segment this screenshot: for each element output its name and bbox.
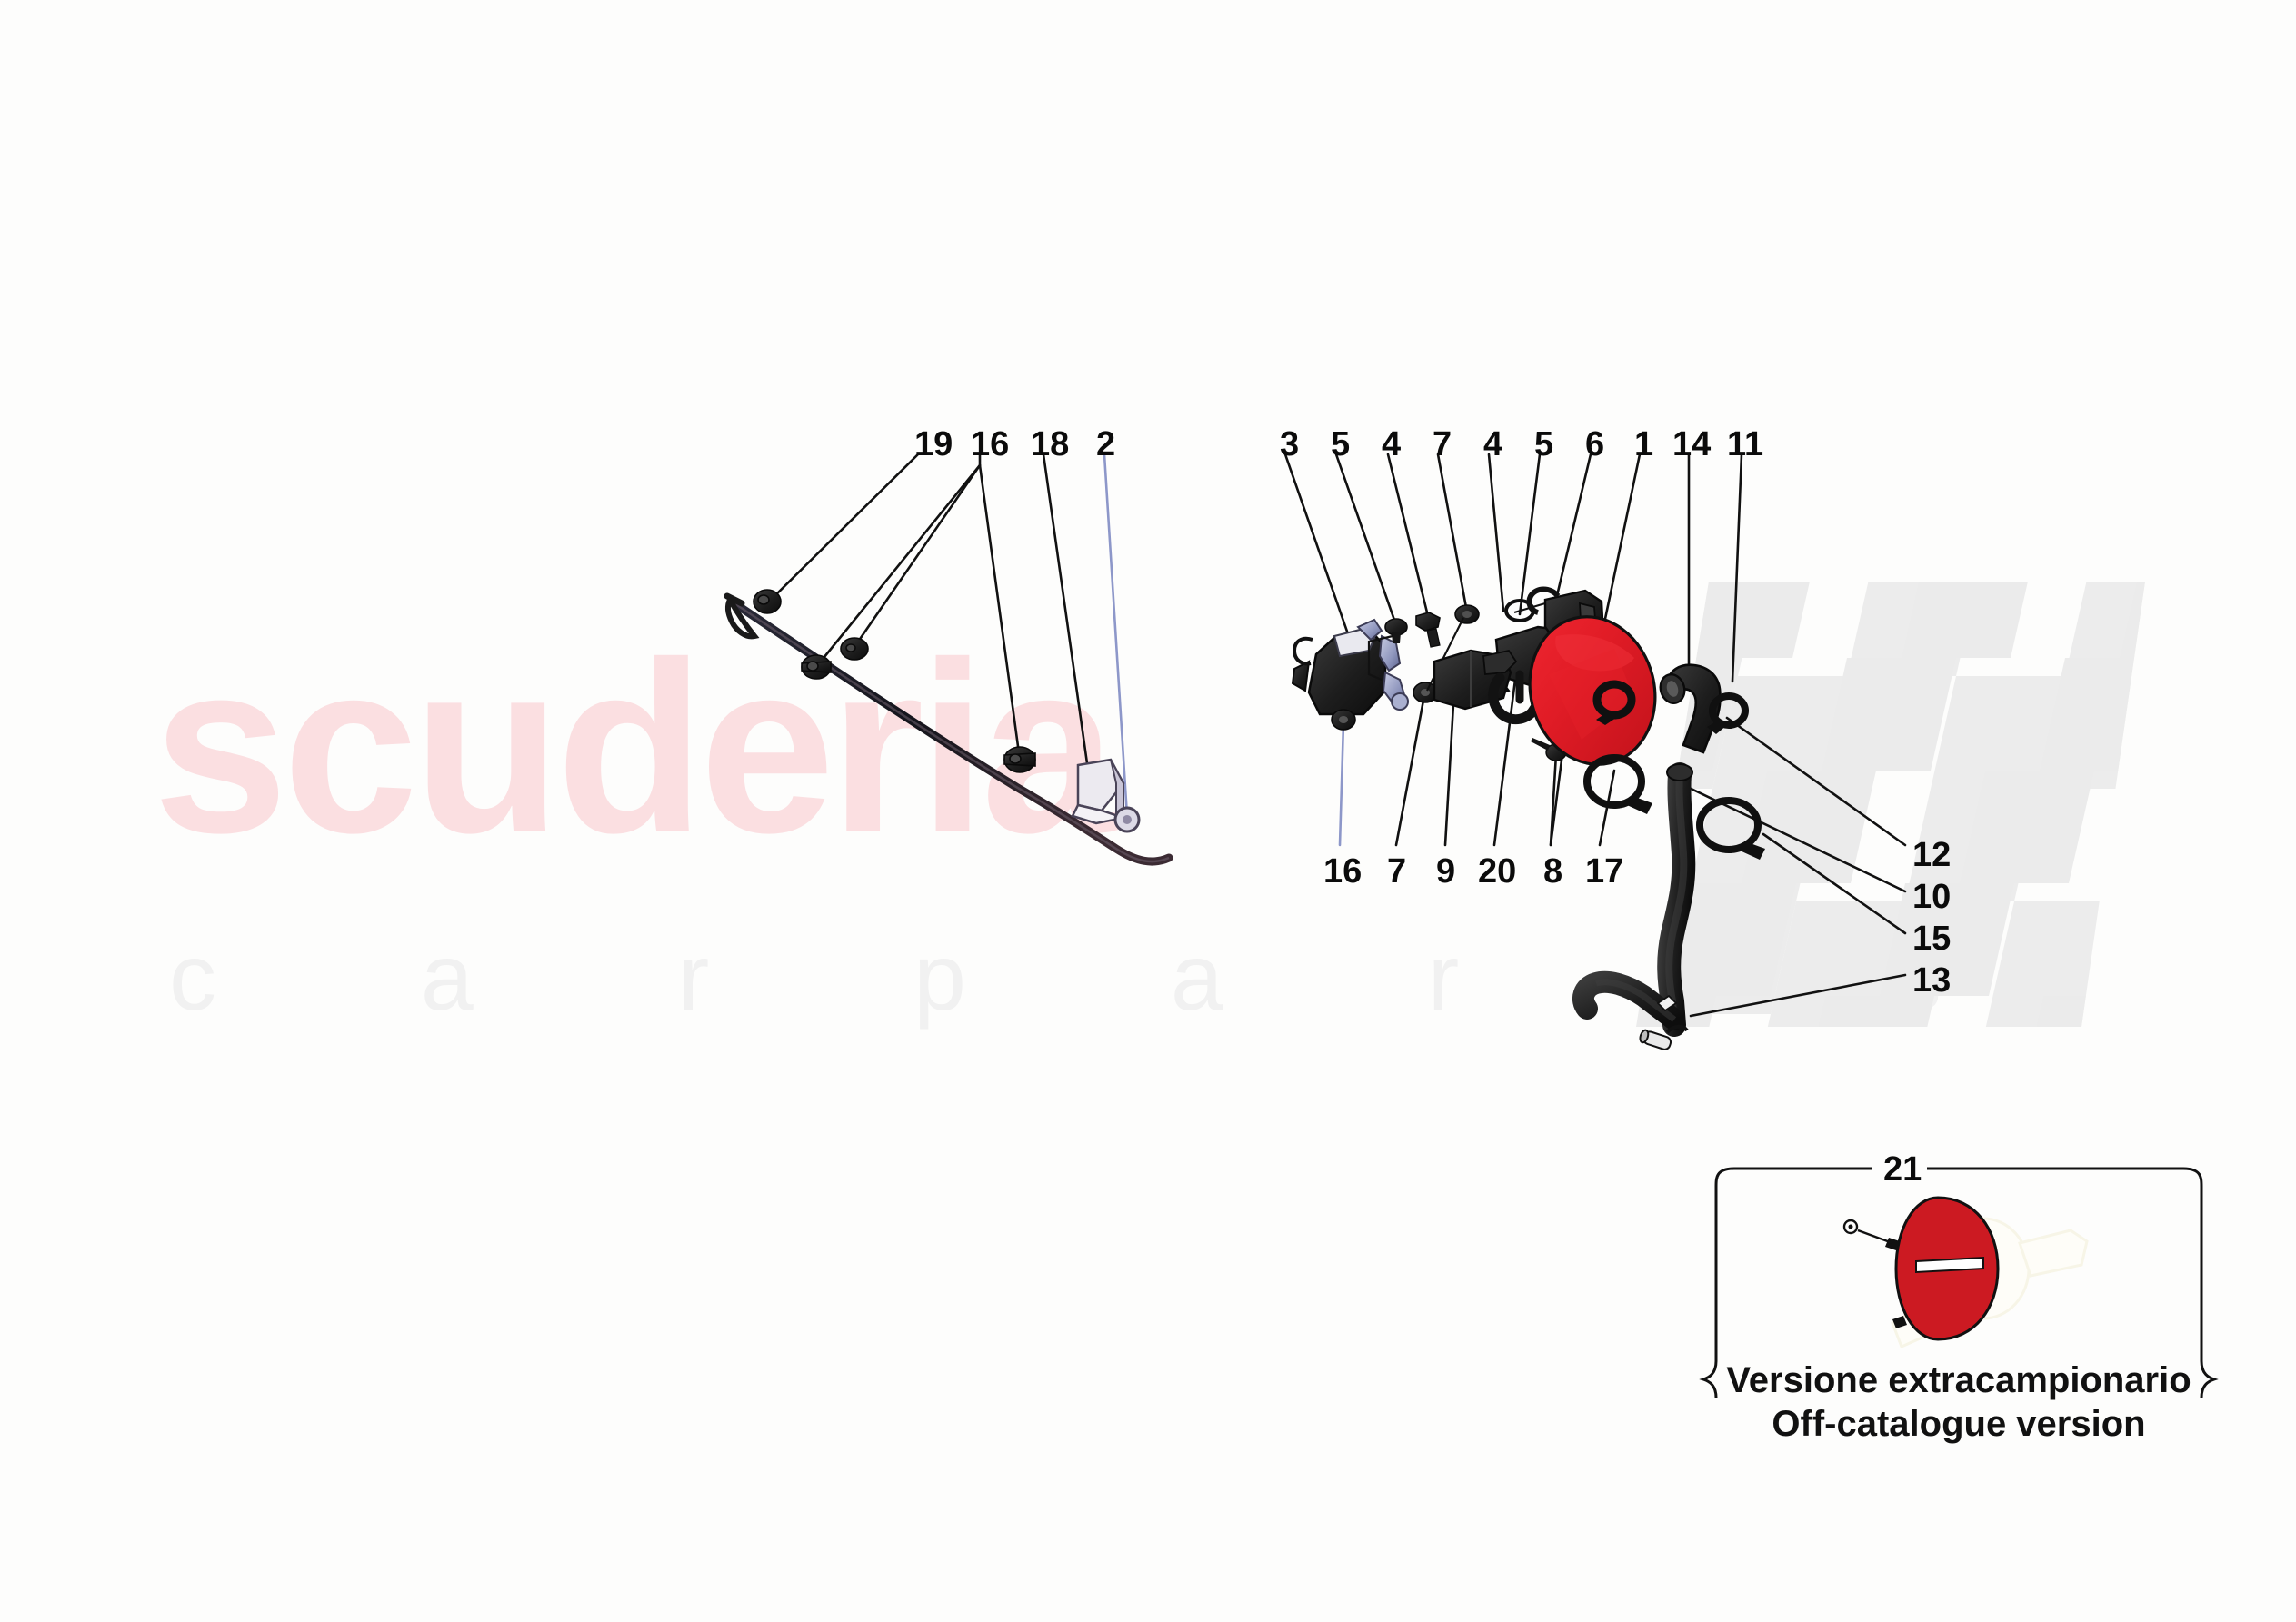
callout-8: 8	[1543, 852, 1563, 891]
inset-fuel-flap-red	[1842, 1196, 2000, 1341]
callout-16-top: 16	[971, 425, 1010, 463]
callout-17: 17	[1585, 852, 1624, 891]
u-clip-retainer	[1488, 670, 1540, 725]
fuel-filler-neck-hose	[1572, 663, 1765, 1050]
callout-19: 19	[914, 425, 953, 463]
callout-10: 10	[1912, 878, 1952, 916]
callout-3: 3	[1280, 425, 1300, 463]
rod-retainer-clips	[753, 589, 1036, 773]
inset-caption-english: Off-catalogue version	[1772, 1404, 2146, 1444]
fuel-door-support-block	[1433, 649, 1518, 711]
hose-clamp-item12	[1707, 692, 1749, 734]
hose-clamp-small-upper	[1592, 680, 1636, 725]
callout-4-b: 4	[1483, 425, 1503, 463]
callout-5-a: 5	[1331, 425, 1351, 463]
callout-1: 1	[1634, 425, 1654, 463]
hose-clamp-large-item15	[1696, 797, 1765, 860]
hose-clamp-item17	[1583, 754, 1652, 814]
callout-15: 15	[1912, 920, 1952, 958]
callout-9: 9	[1436, 852, 1456, 891]
callout-18: 18	[1031, 425, 1070, 463]
callout-2: 2	[1096, 425, 1116, 463]
callout-16-bottom: 16	[1323, 852, 1363, 891]
callout-4-a: 4	[1382, 425, 1402, 463]
inset-box-number: 21	[1883, 1150, 1922, 1189]
callout-11: 11	[1727, 425, 1764, 463]
inset-caption-italian: Versione extracampionario	[1726, 1360, 2191, 1400]
callout-7-top: 7	[1433, 425, 1452, 463]
callout-7-bottom: 7	[1387, 852, 1407, 891]
callout-12: 12	[1912, 836, 1952, 874]
callout-14: 14	[1672, 425, 1712, 463]
callout-6: 6	[1585, 425, 1605, 463]
callout-5-b: 5	[1534, 425, 1554, 463]
callout-20: 20	[1478, 852, 1517, 891]
callout-13: 13	[1912, 961, 1952, 1000]
fuel-filler-flap	[1528, 615, 1657, 766]
fuel-door-lock-actuator	[1291, 618, 1409, 716]
release-lever-bracket	[1071, 758, 1141, 833]
